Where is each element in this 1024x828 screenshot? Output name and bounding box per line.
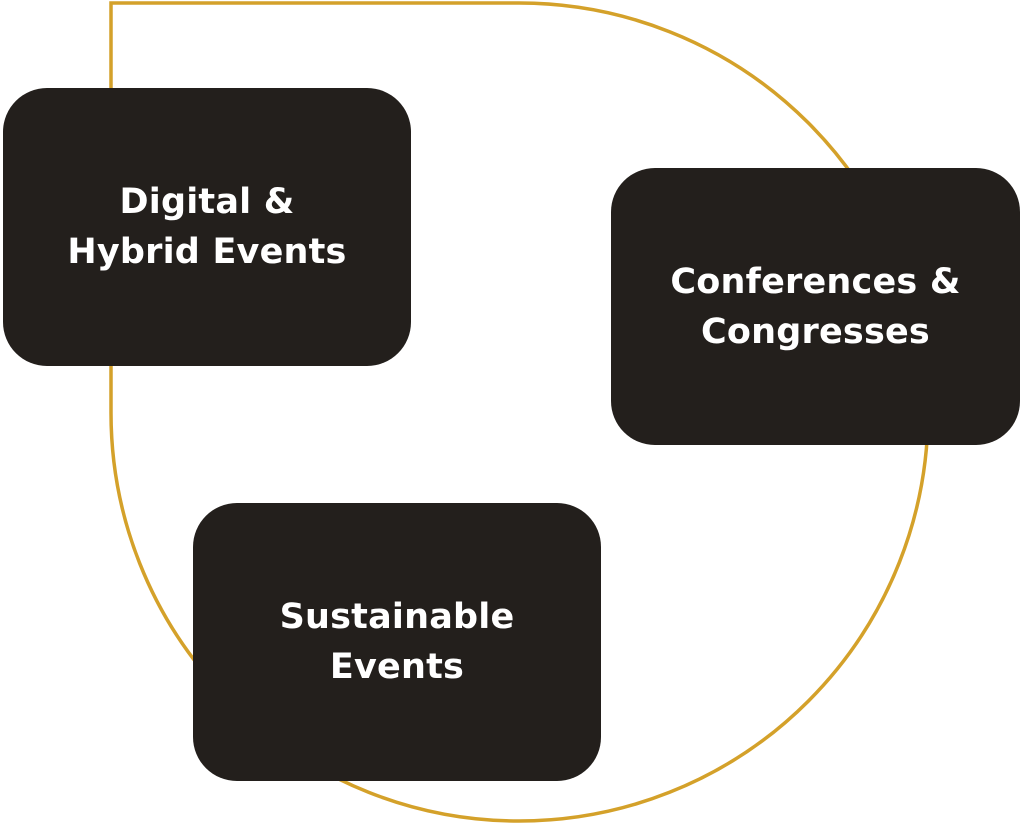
- card-label-conferences-congresses: Conferences & Congresses: [670, 261, 961, 352]
- card-label-sustainable-events: Sustainable Events: [279, 597, 515, 687]
- card-label-digital-hybrid-events: Digital & Hybrid Events: [67, 182, 347, 272]
- card-conferences-congresses: Conferences & Congresses: [611, 168, 1020, 445]
- card-digital-hybrid-events: Digital & Hybrid Events: [3, 88, 411, 366]
- card-sustainable-events: Sustainable Events: [193, 503, 601, 781]
